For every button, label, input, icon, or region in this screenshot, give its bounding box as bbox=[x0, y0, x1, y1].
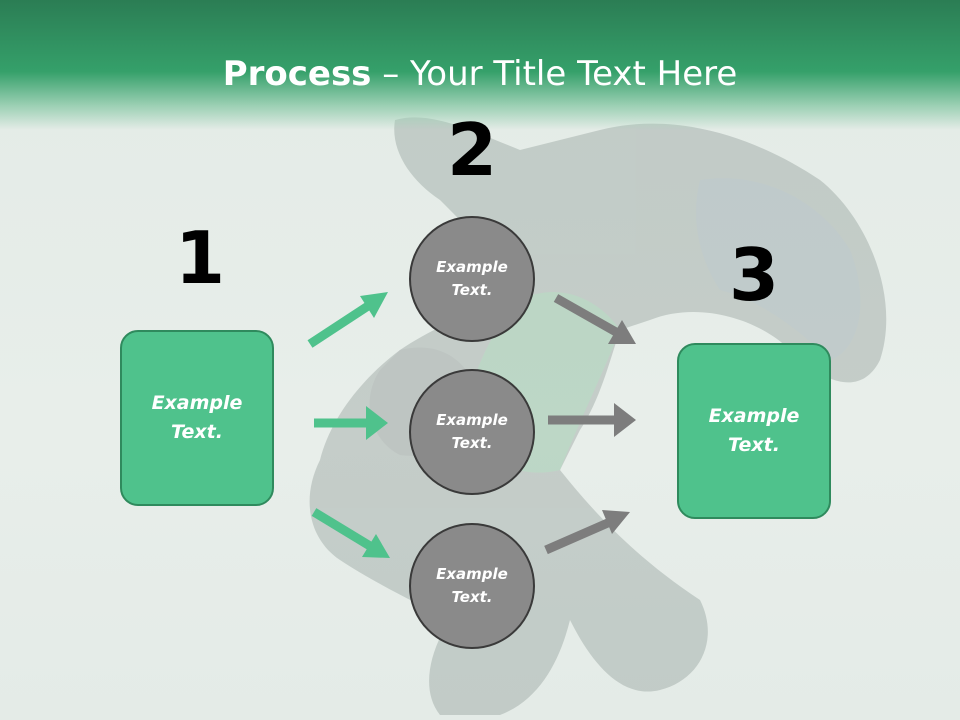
circle-middle-text: Example Text. bbox=[436, 411, 508, 452]
left-box-text: Example Text. bbox=[151, 392, 243, 443]
title-bold: Process bbox=[222, 54, 372, 94]
title-rest: – Your Title Text Here bbox=[371, 54, 738, 94]
step-number-2: 2 bbox=[446, 108, 498, 192]
right-text-box[interactable]: Example Text. bbox=[677, 343, 831, 519]
circle-top[interactable]: Example Text. bbox=[409, 216, 535, 342]
left-text-box[interactable]: Example Text. bbox=[120, 330, 274, 506]
circle-bottom[interactable]: Example Text. bbox=[409, 523, 535, 649]
right-box-text: Example Text. bbox=[708, 405, 800, 456]
step-number-1: 1 bbox=[174, 216, 226, 300]
step-number-3: 3 bbox=[728, 233, 780, 317]
circle-bottom-text: Example Text. bbox=[436, 565, 508, 606]
slide-title[interactable]: Process – Your Title Text Here bbox=[0, 52, 960, 96]
circle-middle[interactable]: Example Text. bbox=[409, 369, 535, 495]
circle-top-text: Example Text. bbox=[436, 258, 508, 299]
title-bar bbox=[0, 0, 960, 130]
